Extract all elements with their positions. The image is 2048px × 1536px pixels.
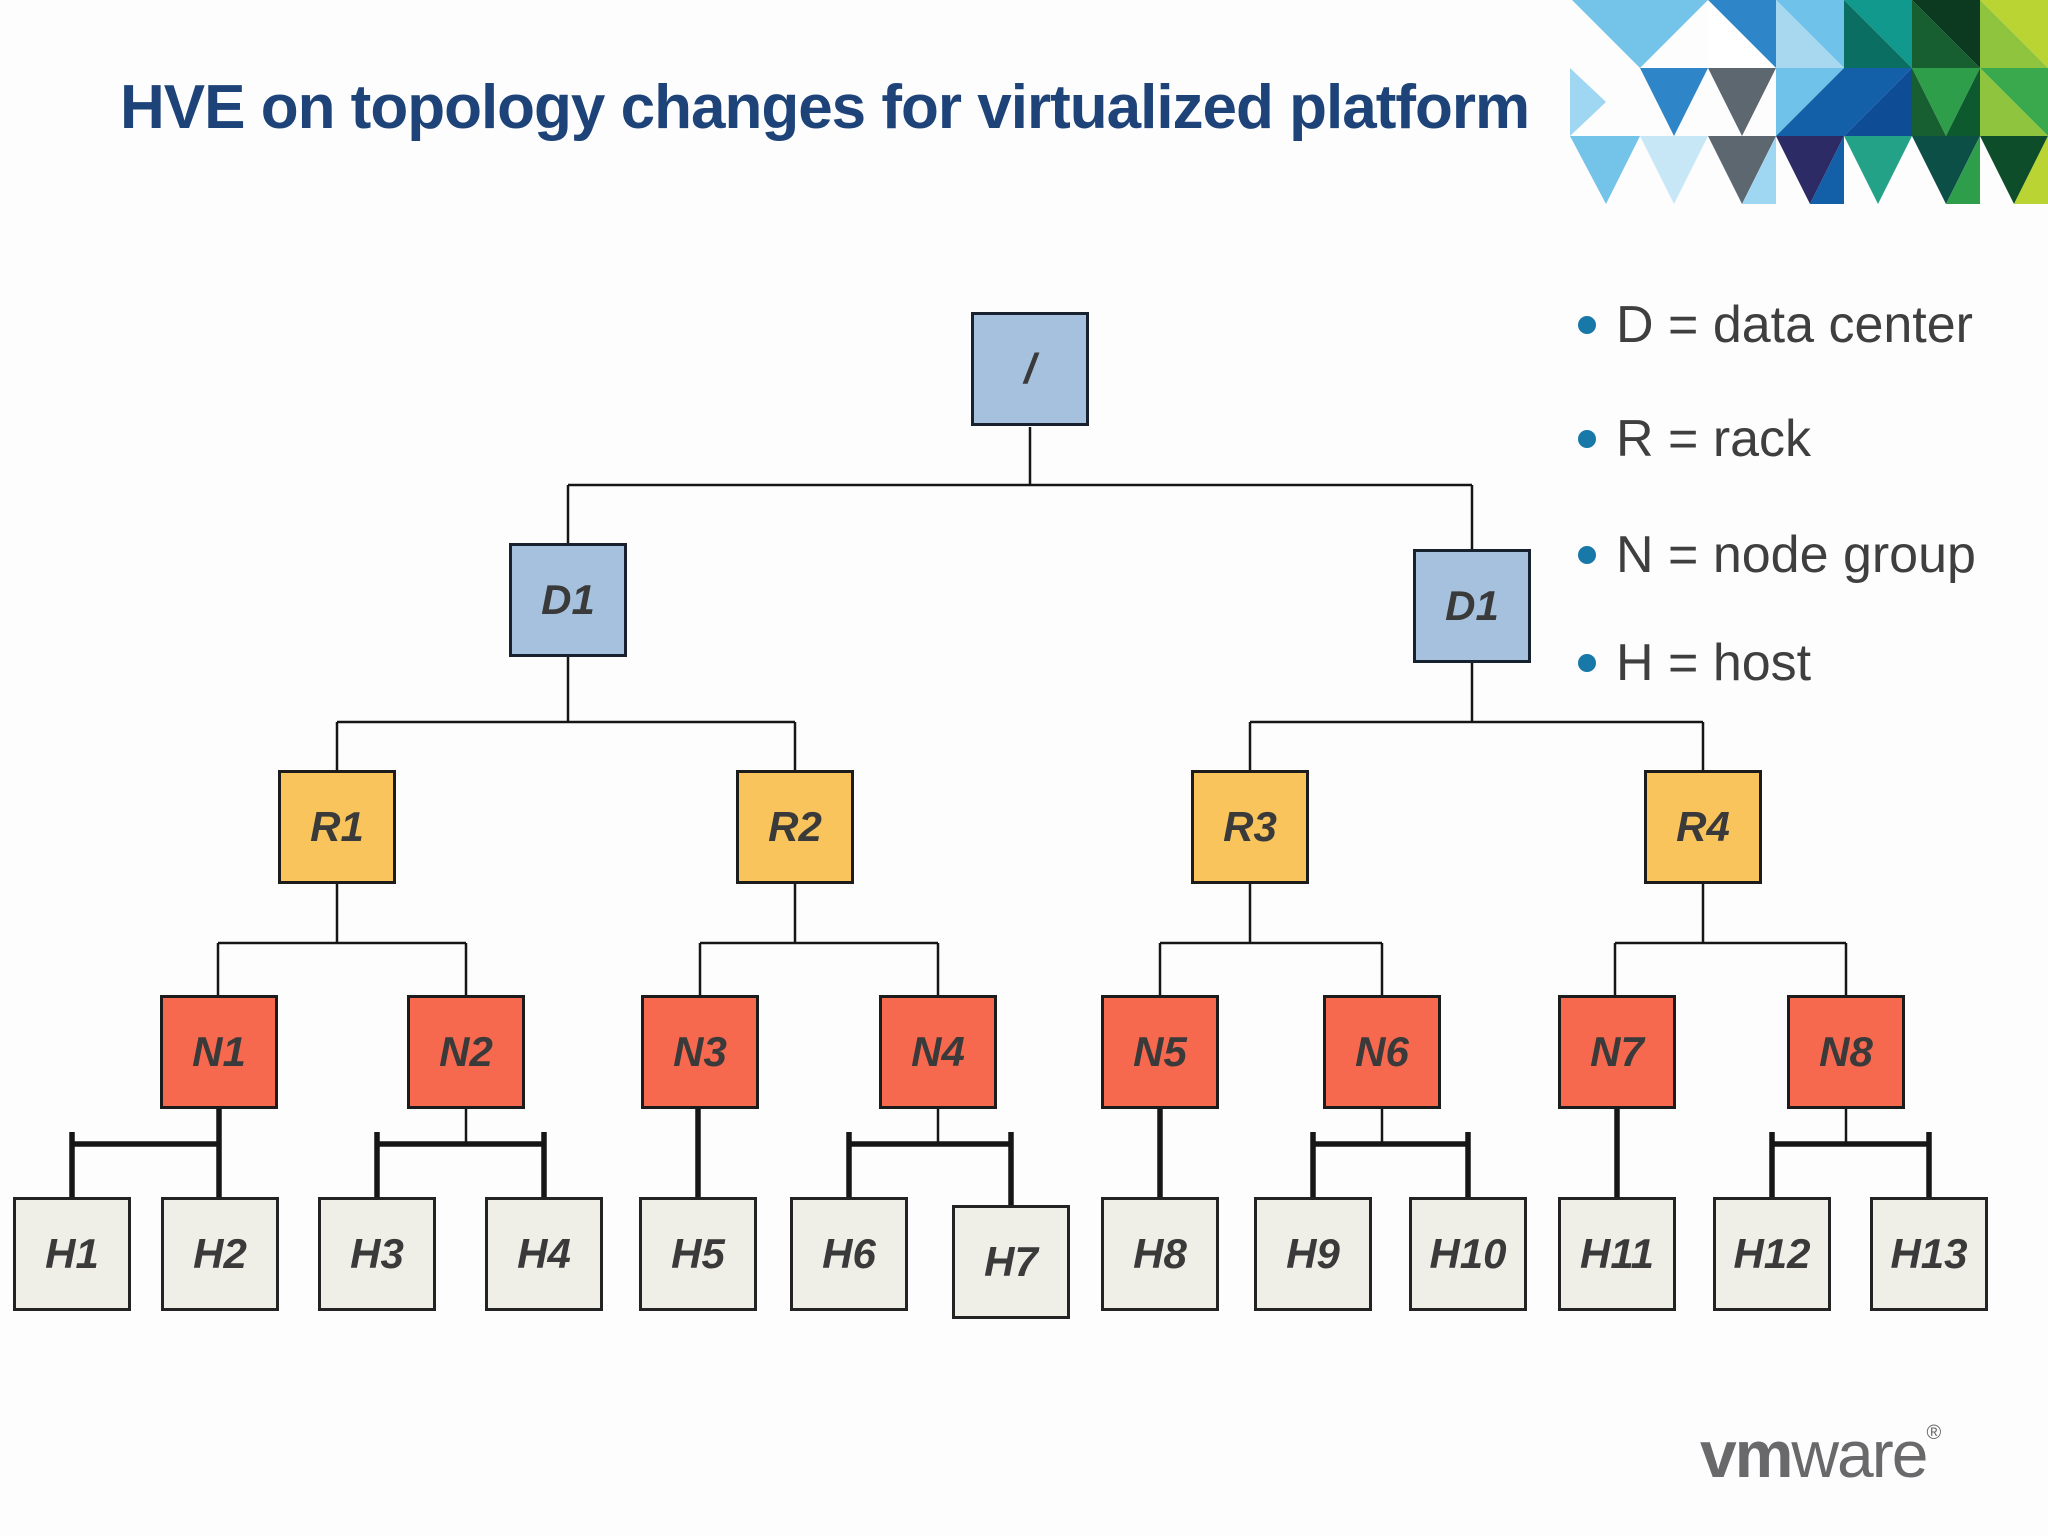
edge-n8-to-hosts — [1769, 1132, 1932, 1197]
node-datacenter-right-label: D1 — [1445, 582, 1499, 629]
edge-r4-to-nodegroups — [1613, 884, 1848, 995]
legend-item-rack: R = rack — [1578, 409, 1811, 469]
node-host-h8: H8 — [1101, 1197, 1219, 1311]
node-nodegroup-n3-label: N3 — [673, 1028, 727, 1075]
node-host-h11-label: H11 — [1580, 1230, 1654, 1277]
legend-item-nodegroup-text: N = node group — [1616, 526, 1976, 584]
node-rack-r2-label: R2 — [768, 803, 822, 850]
slide-title: HVE on topology changes for virtualized … — [120, 73, 1530, 142]
node-host-h13-label: H13 — [1890, 1230, 1968, 1277]
legend-bullet-icon — [1578, 546, 1596, 564]
vmware-logo-ware: ware — [1791, 1417, 1928, 1491]
node-host-h4: H4 — [485, 1197, 603, 1311]
node-datacenter-left: D1 — [509, 543, 627, 657]
node-rack-r4-label: R4 — [1676, 803, 1730, 850]
edge-r2-to-nodegroups — [698, 884, 940, 995]
node-nodegroup-n4-label: N4 — [911, 1028, 965, 1075]
edge-n4-to-hosts — [846, 1132, 1014, 1205]
node-nodegroup-n5: N5 — [1101, 995, 1219, 1109]
node-nodegroup-n8: N8 — [1787, 995, 1905, 1109]
node-nodegroup-n7-label: N7 — [1590, 1028, 1644, 1075]
node-rack-r4: R4 — [1644, 770, 1762, 884]
node-host-h8-label: H8 — [1133, 1230, 1187, 1277]
edge-r3-to-nodegroups — [1158, 884, 1384, 995]
node-host-h2: H2 — [161, 1197, 279, 1311]
legend-bullet-icon — [1578, 316, 1596, 334]
edge-n6-to-hosts — [1310, 1132, 1471, 1197]
vmware-logo-vm: vm — [1700, 1417, 1793, 1491]
node-nodegroup-n7: N7 — [1558, 995, 1676, 1109]
node-host-h5: H5 — [639, 1197, 757, 1311]
node-host-h3-label: H3 — [350, 1230, 404, 1277]
node-host-h12-label: H12 — [1733, 1230, 1811, 1277]
node-rack-r1: R1 — [278, 770, 396, 884]
edge-root-to-datacenters — [566, 427, 1474, 549]
node-host-h12: H12 — [1713, 1197, 1831, 1311]
node-host-h2-label: H2 — [193, 1230, 247, 1277]
legend-item-nodegroup: N = node group — [1578, 525, 1976, 585]
node-host-h5-label: H5 — [671, 1230, 725, 1277]
node-host-h11: H11 — [1558, 1197, 1676, 1311]
node-host-h1-label: H1 — [45, 1230, 99, 1277]
node-datacenter-left-label: D1 — [541, 576, 595, 623]
brand-triangle-mosaic — [1570, 0, 2048, 204]
node-rack-r3: R3 — [1191, 770, 1309, 884]
vmware-logo: vmware® — [1700, 1416, 1941, 1492]
legend-bullet-icon — [1578, 430, 1596, 448]
node-rack-r3-label: R3 — [1223, 803, 1277, 850]
node-host-h7-label: H7 — [984, 1238, 1038, 1285]
node-host-h9-label: H9 — [1286, 1230, 1340, 1277]
node-root-label: / — [1024, 345, 1036, 392]
edge-n2-to-hosts — [374, 1132, 547, 1197]
node-nodegroup-n1: N1 — [160, 995, 278, 1109]
node-nodegroup-n6: N6 — [1323, 995, 1441, 1109]
node-host-h10: H10 — [1409, 1197, 1527, 1311]
node-datacenter-right: D1 — [1413, 549, 1531, 663]
legend-bullet-icon — [1578, 654, 1596, 672]
edge-d1-right-to-racks — [1248, 663, 1705, 770]
node-host-h9: H9 — [1254, 1197, 1372, 1311]
node-nodegroup-n5-label: N5 — [1133, 1028, 1187, 1075]
node-host-h7: H7 — [952, 1205, 1070, 1319]
node-host-h6: H6 — [790, 1197, 908, 1311]
node-host-h6-label: H6 — [822, 1230, 876, 1277]
legend-item-datacenter: D = data center — [1578, 295, 1973, 355]
legend-item-rack-text: R = rack — [1616, 410, 1812, 468]
node-host-h13: H13 — [1870, 1197, 1988, 1311]
node-host-h3: H3 — [318, 1197, 436, 1311]
node-nodegroup-n8-label: N8 — [1819, 1028, 1873, 1075]
node-host-h1: H1 — [13, 1197, 131, 1311]
edge-r1-to-nodegroups — [216, 884, 468, 995]
legend-item-host: H = host — [1578, 633, 1811, 693]
edge-d1-left-to-racks — [335, 657, 797, 770]
node-nodegroup-n3: N3 — [641, 995, 759, 1109]
node-nodegroup-n2-label: N2 — [439, 1028, 493, 1075]
node-rack-r1-label: R1 — [310, 803, 364, 850]
node-nodegroup-n1-label: N1 — [192, 1028, 246, 1075]
node-nodegroup-n2: N2 — [407, 995, 525, 1109]
node-nodegroup-n6-label: N6 — [1355, 1028, 1409, 1075]
node-host-h10-label: H10 — [1429, 1230, 1507, 1277]
node-root: / — [971, 312, 1089, 426]
edge-n1-to-hosts — [69, 1109, 222, 1197]
legend-item-datacenter-text: D = data center — [1616, 296, 1973, 354]
node-host-h4-label: H4 — [517, 1230, 571, 1277]
node-nodegroup-n4: N4 — [879, 995, 997, 1109]
node-rack-r2: R2 — [736, 770, 854, 884]
registered-mark-icon: ® — [1926, 1422, 1942, 1444]
legend-item-host-text: H = host — [1616, 634, 1812, 692]
